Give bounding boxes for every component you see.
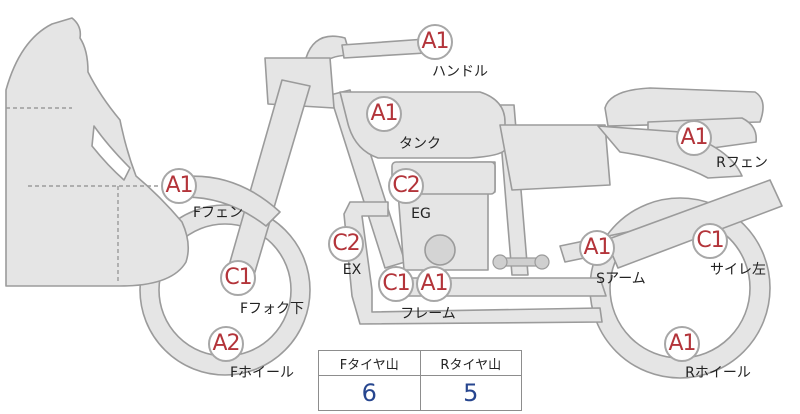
f-fender-grade-badge: A1 — [161, 168, 197, 204]
r-fender-label: Rフェン — [716, 155, 768, 171]
engine-grade-badge: C2 — [388, 168, 424, 204]
side-cover — [499, 124, 611, 191]
exhaust-label: EX — [342, 262, 362, 278]
front-fender — [169, 175, 281, 227]
silencer-left-grade-badge: C1 — [692, 223, 728, 259]
f-fork-lower-grade-badge: C1 — [220, 260, 256, 296]
exhaust-grade-badge: C2 — [328, 226, 364, 262]
tank-grade-badge: A1 — [366, 96, 402, 132]
handle-label: ハンドル — [432, 64, 488, 80]
f-fork-lower-label: Fフォク下 — [239, 301, 305, 317]
frame-bottom-rail — [379, 277, 607, 297]
f-tire-tread-header: Fタイヤ山 — [318, 350, 421, 376]
engine-case — [424, 234, 456, 266]
tire-tread-table: Fタイヤ山 Rタイヤ山 6 5 — [318, 350, 522, 411]
frame-label: フレーム — [400, 306, 456, 322]
r-wheel-label: Rホイール — [685, 365, 751, 381]
f-fender-label: Fフェン — [192, 205, 244, 221]
seat — [604, 87, 764, 127]
silencer — [605, 179, 783, 269]
r-tire-tread-value: 5 — [419, 375, 522, 411]
frame-grade-badge-2: A1 — [416, 266, 452, 302]
swing-arm-grade-badge: A1 — [579, 230, 615, 266]
tank-label: タンク — [399, 136, 441, 152]
r-tire-tread-header: Rタイヤ山 — [419, 350, 522, 376]
engine-label: EG — [411, 206, 431, 222]
footpeg-knob-left — [492, 254, 508, 270]
frame-grade-badge-1: C1 — [378, 266, 414, 302]
exhaust-pipe — [343, 201, 603, 325]
handle-grade-badge: A1 — [417, 24, 453, 60]
f-wheel-label: Fホイール — [229, 365, 295, 381]
footpeg-knob-right — [534, 254, 550, 270]
r-fender-grade-badge: A1 — [676, 120, 712, 156]
f-tire-tread-value: 6 — [318, 375, 421, 411]
f-wheel-grade-badge: A2 — [208, 326, 244, 362]
silencer-left-label: サイレ左 — [710, 262, 766, 278]
fairing-window — [91, 125, 131, 181]
swing-arm-label: Sアーム — [596, 271, 646, 287]
r-wheel-grade-badge: A1 — [664, 326, 700, 362]
